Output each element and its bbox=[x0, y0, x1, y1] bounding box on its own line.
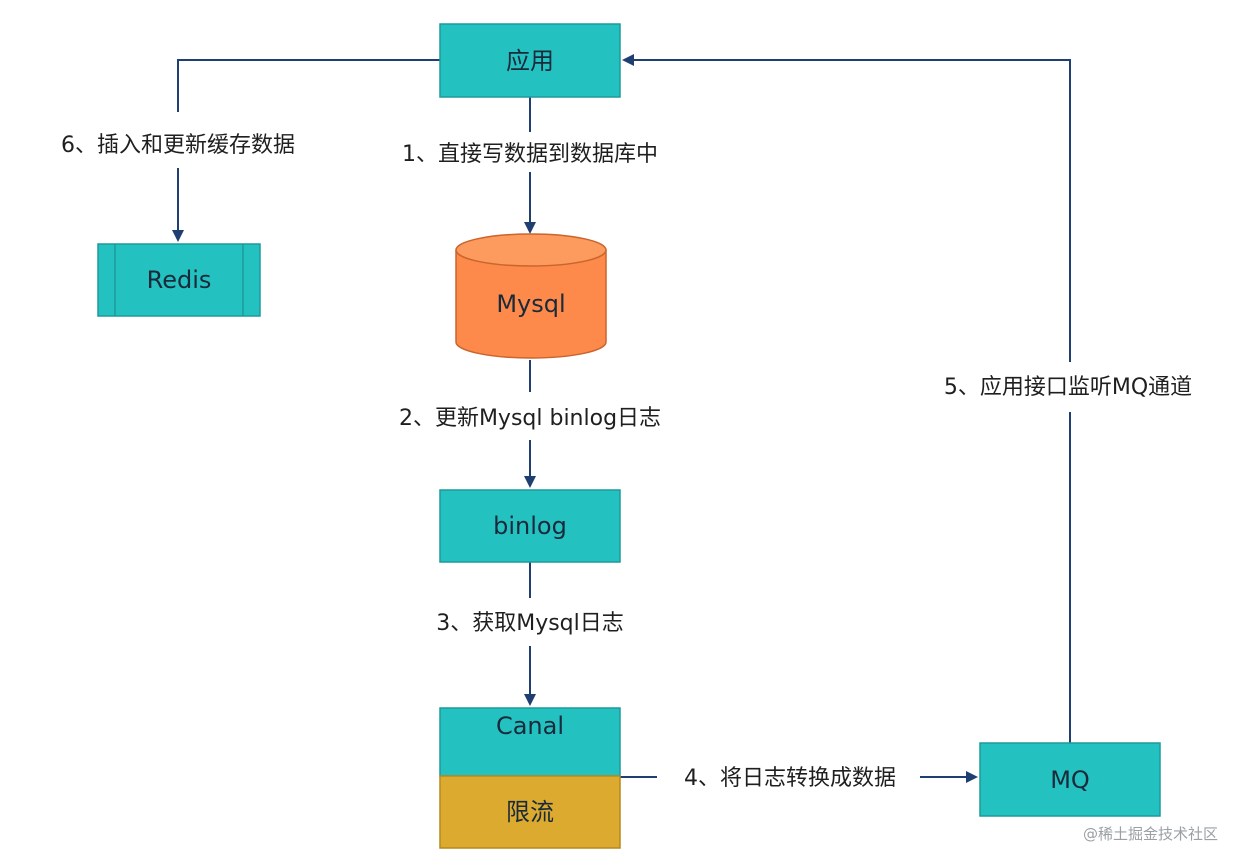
node-mysql: Mysql bbox=[455, 233, 607, 359]
node-binlog: binlog bbox=[439, 489, 621, 563]
label-step2: 2、更新Mysql binlog日志 bbox=[399, 406, 661, 431]
node-mq-label: MQ bbox=[1050, 766, 1090, 794]
node-app: 应用 bbox=[439, 23, 621, 98]
node-redis: Redis bbox=[97, 243, 261, 317]
node-mq: MQ bbox=[979, 742, 1161, 817]
label-step6: 6、插入和更新缓存数据 bbox=[61, 133, 295, 158]
edge-app-to-redis-upper bbox=[177, 59, 440, 112]
node-rate-limit bbox=[439, 775, 621, 849]
connectors bbox=[172, 54, 1071, 783]
label-step3: 3、获取Mysql日志 bbox=[436, 611, 624, 636]
node-app-label: 应用 bbox=[506, 47, 554, 75]
node-canal-label: Canal bbox=[496, 712, 564, 740]
node-mysql-label: Mysql bbox=[496, 290, 565, 318]
node-binlog-label: binlog bbox=[493, 512, 567, 540]
label-step4: 4、将日志转换成数据 bbox=[684, 766, 896, 791]
label-step1: 1、直接写数据到数据库中 bbox=[402, 142, 658, 167]
watermark: @稀土掘金技术社区 bbox=[1082, 825, 1218, 843]
node-canal: Canal 限流 bbox=[439, 707, 621, 849]
node-redis-label: Redis bbox=[147, 266, 212, 294]
edge-mq-to-app-upper bbox=[622, 54, 1071, 362]
label-step5: 5、应用接口监听MQ通道 bbox=[944, 375, 1192, 400]
node-rate-limit-label: 限流 bbox=[506, 798, 554, 826]
